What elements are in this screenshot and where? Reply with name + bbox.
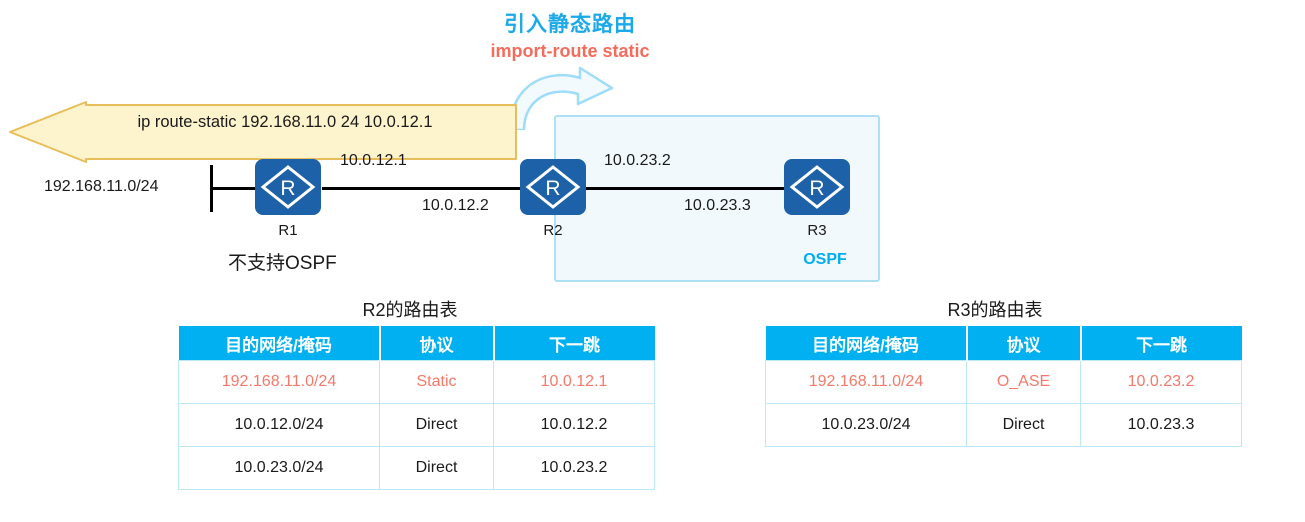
cell-destination: 10.0.23.0/24 [765,403,967,447]
column-header-destination: 目的网络/掩码 [765,326,968,361]
link-r2-r3 [586,187,786,190]
r1-no-ospf-note: 不支持OSPF [228,253,337,274]
column-header-protocol: 协议 [965,326,1082,361]
link-r1-r2 [322,187,522,190]
cell-protocol: Static [379,360,494,404]
annotation-command: import-route static [490,41,650,61]
table-row: 10.0.23.0/24 Direct 10.0.23.3 [765,403,1242,447]
interface-label-r2-to-r3: 10.0.23.2 [604,152,671,169]
column-header-destination: 目的网络/掩码 [178,326,381,361]
cell-destination: 10.0.23.0/24 [178,446,380,490]
cell-protocol: O_ASE [966,360,1081,404]
table-row: 192.168.11.0/24 O_ASE 10.0.23.2 [765,360,1242,404]
cell-destination: 10.0.12.0/24 [178,403,380,447]
interface-label-r2-to-r1: 10.0.12.2 [422,197,489,214]
cell-nexthop: 10.0.12.1 [493,360,655,404]
cell-destination: 192.168.11.0/24 [765,360,967,404]
router-label-r2: R2 [543,222,563,239]
table-row: 192.168.11.0/24 Static 10.0.12.1 [178,360,655,404]
cell-protocol: Direct [966,403,1081,447]
curved-arrow-icon [500,60,630,132]
table-row: 10.0.12.0/24 Direct 10.0.12.2 [178,403,655,447]
router-label-r3: R3 [807,222,827,239]
interface-label-r1-to-r2: 10.0.12.1 [340,152,407,169]
r2-routing-table: 目的网络/掩码 协议 下一跳 192.168.11.0/24 Static 10… [178,326,655,490]
column-header-protocol: 协议 [378,326,495,361]
cell-protocol: Direct [379,403,494,447]
cell-protocol: Direct [379,446,494,490]
svg-text:R: R [545,177,560,200]
lan-network-label: 192.168.11.0/24 [44,178,159,195]
static-route-command-text: ip route-static 192.168.11.0 24 10.0.12.… [137,113,433,131]
router-icon-r1[interactable]: R [255,159,321,215]
cell-nexthop: 10.0.23.2 [1080,360,1242,404]
table-row: 10.0.23.0/24 Direct 10.0.23.2 [178,446,655,490]
router-label-r1: R1 [278,222,298,239]
lan-stub-link [212,187,257,190]
svg-text:R: R [809,177,824,200]
column-header-nexthop: 下一跳 [492,326,655,361]
cell-nexthop: 10.0.12.2 [493,403,655,447]
lan-terminator-bar [210,165,213,212]
router-icon-r3[interactable]: R [784,159,850,215]
svg-text:R: R [280,177,295,200]
router-icon-r2[interactable]: R [520,159,586,215]
cell-destination: 192.168.11.0/24 [178,360,380,404]
column-header-nexthop: 下一跳 [1079,326,1242,361]
cell-nexthop: 10.0.23.2 [493,446,655,490]
cell-nexthop: 10.0.23.3 [1080,403,1242,447]
static-route-callout [8,101,518,163]
r3-routing-table-title: R3的路由表 [947,300,1043,320]
r3-routing-table: 目的网络/掩码 协议 下一跳 192.168.11.0/24 O_ASE 10.… [765,326,1242,447]
r2-routing-table-title: R2的路由表 [362,300,458,320]
ospf-domain-label: OSPF [803,251,847,268]
table-header-row: 目的网络/掩码 协议 下一跳 [765,326,1242,361]
table-header-row: 目的网络/掩码 协议 下一跳 [178,326,655,361]
annotation-title: 引入静态路由 [504,13,636,36]
interface-label-r3-to-r2: 10.0.23.3 [684,197,751,214]
